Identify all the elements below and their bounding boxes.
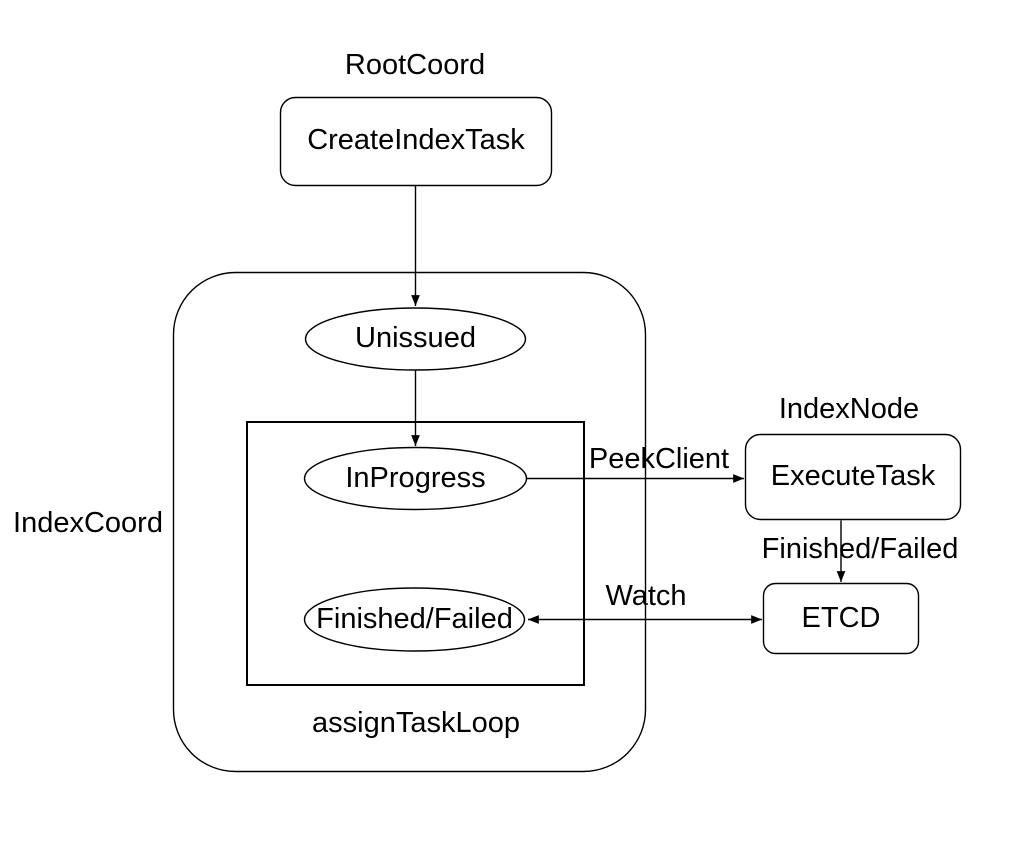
finishedfailed-edge-label: Finished/Failed bbox=[761, 533, 959, 566]
inprogress-node bbox=[303, 446, 528, 511]
executetask-node bbox=[744, 433, 962, 521]
indexnode-group-label: IndexNode bbox=[778, 393, 920, 426]
indexcoord-group-label: IndexCoord bbox=[13, 507, 163, 540]
inprogress-label: InProgress bbox=[345, 461, 486, 494]
unissued-label: Unissued bbox=[355, 322, 476, 355]
assigntaskloop-label: assignTaskLoop bbox=[312, 707, 520, 740]
etcd-label: ETCD bbox=[801, 601, 881, 634]
indexcoord-container bbox=[172, 271, 647, 773]
watch-edge-label: Watch bbox=[605, 580, 687, 613]
peekclient-edge-label: PeekClient bbox=[588, 443, 730, 476]
unissued-node bbox=[304, 307, 527, 371]
finishedfailed-node bbox=[303, 587, 526, 652]
etcd-node bbox=[762, 582, 920, 655]
finishedfailed-label: Finished/Failed bbox=[316, 602, 513, 635]
createindextask-node bbox=[279, 96, 553, 187]
executetask-label: ExecuteTask bbox=[770, 460, 936, 493]
rootcoord-group-label: RootCoord bbox=[344, 49, 486, 82]
createindextask-label: CreateIndexTask bbox=[307, 124, 525, 157]
